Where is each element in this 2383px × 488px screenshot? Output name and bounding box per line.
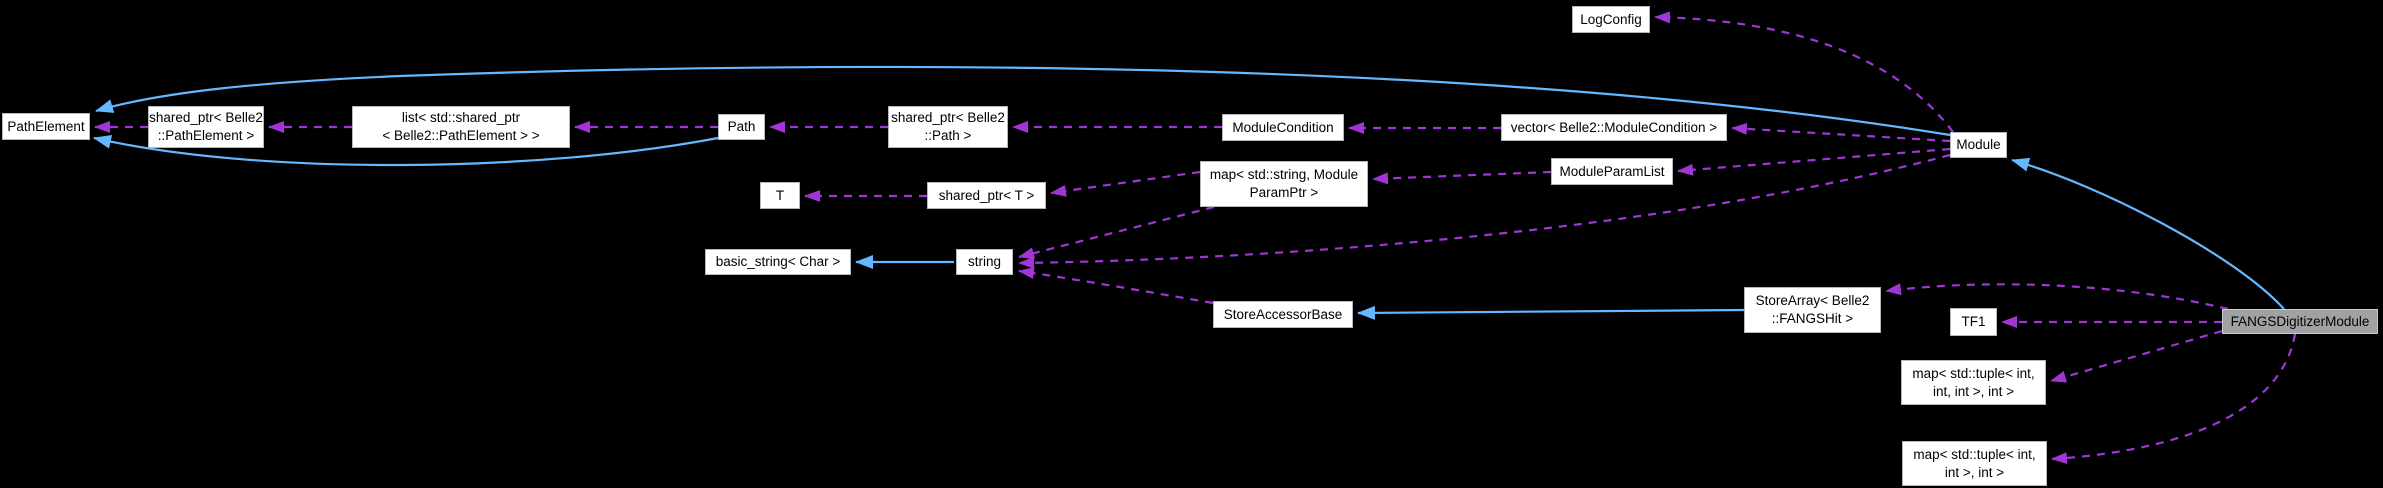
node-module[interactable]: Module [1950,132,2007,158]
node-tf1[interactable]: TF1 [1950,308,1997,336]
node-path[interactable]: Path [718,114,765,140]
edge-storeaccessorbase-to-string [1018,267,1214,305]
node-string[interactable]: string [956,249,1013,275]
node-map-tuple2-int[interactable]: map< std::tuple< int, int >, int > [1902,441,2047,486]
edge-module-to-vector [1731,122,1951,143]
node-sharedptr-t[interactable]: shared_ptr< T > [927,182,1046,209]
node-t[interactable]: T [760,182,800,209]
edge-fangs-to-storearray [1885,283,2229,311]
node-logconfig[interactable]: LogConfig [1572,6,1650,33]
node-pathelement[interactable]: PathElement [2,113,90,140]
edge-storearray-to-storeaccessorbase [1357,305,1745,320]
node-modulecondition[interactable]: ModuleCondition [1222,114,1344,141]
edge-module-to-pathelement [95,65,1951,137]
edge-fangs-to-maptuple2 [2051,333,2297,465]
edge-module-to-logconfig [1654,11,1954,133]
node-sharedptr-path[interactable]: shared_ptr< Belle2 ::Path > [888,106,1008,148]
node-basicstring-char[interactable]: basic_string< Char > [705,249,851,275]
edge-moduleparamlist-to-map [1372,170,1552,185]
node-map-string-moduleparamptr[interactable]: map< std::string, Module ParamPtr > [1200,161,1368,207]
node-list-sharedptr-pathelement[interactable]: list< std::shared_ptr < Belle2::PathElem… [352,106,570,148]
edge-fangsdigitizermodule-to-module [2011,157,2285,310]
node-vector-modulecondition[interactable]: vector< Belle2::ModuleCondition > [1501,114,1727,141]
node-storearray-fangshit[interactable]: StoreArray< Belle2 ::FANGSHit > [1744,287,1881,333]
node-moduleparamlist[interactable]: ModuleParamList [1551,158,1673,185]
edge-fangs-to-maptuple3 [2050,329,2223,383]
edge-path-to-pathelement [93,134,719,167]
node-fangsdigitizermodule: FANGSDigitizerModule [2222,309,2378,334]
edge-map-to-string [1018,205,1215,260]
node-sharedptr-pathelement[interactable]: shared_ptr< Belle2 ::PathElement > [148,106,264,148]
edge-module-to-string [1018,153,1951,269]
edge-map-to-spt [1050,170,1201,197]
edge-module-to-moduleparamlist [1677,147,1951,176]
node-map-tuple3-int[interactable]: map< std::tuple< int, int, int >, int > [1901,360,2046,405]
node-storeaccessorbase[interactable]: StoreAccessorBase [1213,301,1353,328]
